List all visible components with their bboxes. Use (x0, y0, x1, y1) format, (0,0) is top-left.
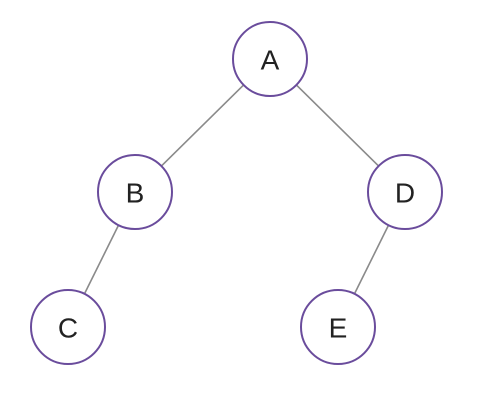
node-label: B (126, 178, 145, 209)
edges-layer (83, 84, 390, 295)
edge-a-b (160, 84, 245, 167)
node-e: E (300, 289, 376, 365)
node-circle (30, 289, 106, 365)
node-circle (367, 154, 443, 230)
node-circle (232, 21, 308, 97)
node-label: D (395, 178, 415, 209)
edge-a-d (295, 84, 380, 167)
node-a: A (232, 21, 308, 97)
node-label: E (329, 313, 348, 344)
edge-b-c (83, 224, 120, 295)
node-label: A (261, 45, 280, 76)
node-label: C (58, 313, 78, 344)
node-circle (300, 289, 376, 365)
node-circle (97, 154, 173, 230)
node-d: D (367, 154, 443, 230)
node-b: B (97, 154, 173, 230)
node-c: C (30, 289, 106, 365)
edge-d-e (353, 224, 390, 295)
nodes-layer: A B D C E (30, 21, 443, 365)
